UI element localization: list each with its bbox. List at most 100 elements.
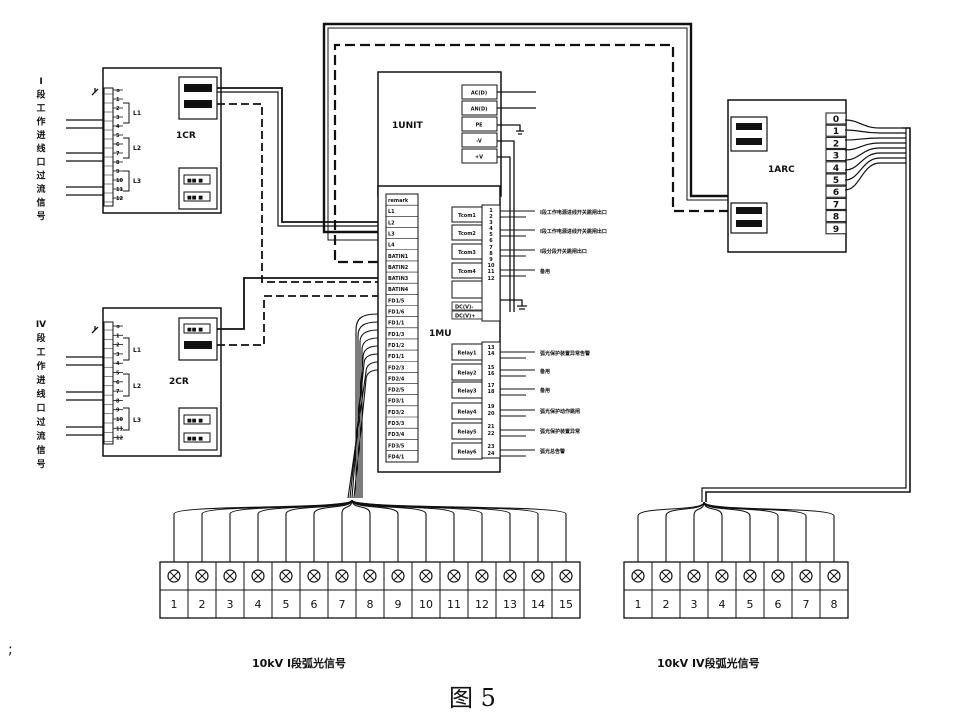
mu-signal-text: 弧光保护装置异常: [540, 428, 580, 435]
cr2-pin: 2: [116, 343, 120, 349]
mu-left-label: FD4/1: [388, 454, 405, 460]
mu-right-pin: 23: [488, 444, 495, 450]
mu-right-pin: 13: [488, 345, 495, 351]
mu-right-pin: 9: [489, 257, 493, 263]
mu-right-pin: 10: [488, 263, 495, 269]
mu-relay-label: Relay2: [458, 371, 477, 377]
mu-left-label-list: remarkL1L2L3L4BATIN1BATIN2BATIN3BATIN4FD…: [385, 193, 419, 463]
stray-mark: ;: [8, 642, 13, 658]
group2-title: 10kV IV段弧光信号: [657, 656, 760, 670]
figure-caption: 图 5: [449, 684, 496, 712]
cr1-pin: 3: [116, 115, 120, 121]
cr1-vertical-char: I: [39, 77, 42, 87]
mu-right-pin: 16: [488, 371, 495, 377]
arc-port-label: 8: [833, 213, 839, 223]
mu-power-pin: DC(V)+: [455, 314, 475, 320]
cr2-group-l2: L2: [133, 383, 141, 390]
cr1-pin: 11: [116, 187, 123, 193]
mu-fiber-bundle: [347, 313, 379, 499]
terminals_1-number: 13: [503, 598, 517, 611]
svg-text:■■ ■: ■■ ■: [187, 327, 203, 333]
terminals_2-number: 8: [831, 598, 838, 611]
mu-right-pin: 7: [489, 245, 493, 251]
mu-left-label: BATIN1: [388, 254, 409, 260]
dashed-top-loop: [333, 43, 728, 264]
terminals_1-number: 9: [395, 598, 402, 611]
mu-left-label: L2: [388, 220, 395, 226]
unit-row-label: AC(D): [471, 91, 487, 97]
mu-signal-text: 弧光保护动作跳闸: [540, 408, 580, 415]
cr2-pin: 9: [116, 408, 120, 414]
cr2-pin: 8: [116, 398, 120, 404]
mu-signal-text: 备用: [539, 387, 550, 394]
cr1-group-l2: L2: [133, 145, 141, 152]
arc-port-label: 6: [833, 188, 839, 198]
cr1-pin: 10: [116, 178, 123, 184]
cr2-vertical-char: 流: [36, 430, 45, 442]
mu-signal-text: 弧光总告警: [540, 448, 565, 455]
mu-right-pin: 17: [488, 383, 495, 389]
cr1-port-4: [183, 191, 211, 202]
cr2-group-l1: L1: [133, 347, 141, 354]
mu-right-pin: 15: [488, 365, 495, 371]
cr2-pin: 10: [116, 417, 123, 423]
mu-left-label: BATIN2: [388, 265, 409, 271]
cr1-pin: 1: [116, 97, 120, 103]
terminals_2-number: 7: [803, 598, 810, 611]
mu-right-pin: 21: [488, 424, 495, 430]
terminals_1-number: 10: [419, 598, 433, 611]
mu-right-pin: 1: [489, 208, 493, 214]
cr1-pin: 4: [116, 124, 120, 130]
mu-right-pin: 6: [489, 238, 493, 244]
cr2-vertical-char: IV: [36, 320, 46, 330]
terminals_1-number: 14: [531, 598, 545, 611]
unit-name: 1UNIT: [392, 121, 423, 131]
terminals_1-number: 12: [475, 598, 489, 611]
tg2-fiber-list: [637, 501, 835, 570]
cr1-input-leads: [66, 88, 104, 196]
cr2-port-1: [183, 323, 211, 334]
mu-block: 1MU remarkL1L2L3L4BATIN1BATIN2BATIN3BATI…: [377, 185, 501, 473]
mu-tcom-label: Tcom3: [458, 250, 476, 256]
cr2-pin: ⊕: [116, 324, 120, 330]
mu-right-pin: 22: [488, 431, 495, 437]
mu-left-label: FD1/6: [388, 310, 405, 316]
mu-left-label: L4: [388, 243, 395, 249]
mu-left-label: FD1/5: [388, 298, 405, 304]
cr2-vertical-char: 口: [36, 403, 45, 414]
mu-left-label: FD3/2: [388, 410, 405, 416]
cr2-pin: 12: [116, 436, 123, 442]
arc-port-label: 7: [833, 200, 839, 210]
mu-signal-text: I段分段开关跳闸出口: [540, 248, 587, 255]
svg-text:■■ ■: ■■ ■: [187, 178, 203, 184]
cr2-group-l3: L3: [133, 417, 141, 424]
mu-right-pin: 14: [488, 351, 495, 357]
arc-port-label: 4: [833, 164, 839, 174]
mu-tcom-label: Tcom4: [458, 269, 476, 275]
mu-name: 1MU: [429, 329, 452, 339]
mu-left-label: FD1/2: [388, 343, 405, 349]
cr2-vertical-char: 线: [36, 388, 45, 400]
cr1-port-3: [183, 174, 211, 185]
mu-right-pin: 11: [488, 269, 495, 275]
arc-output-fibers: [701, 119, 911, 502]
svg-text:■■ ■: ■■ ■: [187, 418, 203, 424]
cr2-input-leads: [66, 326, 104, 436]
terminals_1-number: 2: [199, 598, 206, 611]
cr1-vertical-char: 号: [36, 211, 45, 222]
mu-left-label: FD3/3: [388, 421, 405, 427]
mu-signal-text: I段工作电源进线开关跳闸出口: [540, 209, 607, 216]
mu-tcom-label: Tcom1: [458, 213, 476, 219]
mu-left-label: FD3/1: [388, 399, 405, 405]
mu-signal-list: I段工作电源进线开关跳闸出口I段工作电源进线开关跳闸出口I段分段开关跳闸出口备用…: [500, 209, 607, 457]
cr1-vertical-char: 作: [36, 116, 45, 128]
cr2-vertical-char: 作: [36, 360, 45, 372]
solid-top-loop: [322, 22, 728, 234]
